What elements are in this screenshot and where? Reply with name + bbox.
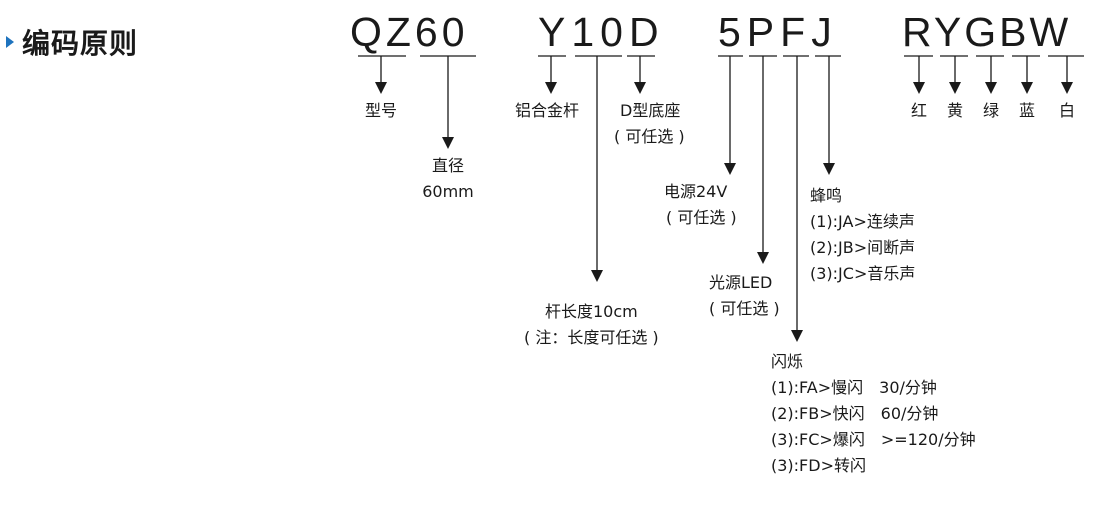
label-color-yellow: 黄	[946, 101, 963, 120]
label-pole-length: 杆长度10cm	[545, 302, 638, 321]
label-light: 光源LED	[709, 273, 773, 292]
label-model: 型号	[364, 101, 397, 120]
flash-item: (1):FA>慢闪 30/分钟	[771, 378, 937, 397]
label-light-optional: ( 可任选 )	[709, 299, 780, 318]
code-options: 5PFJ	[718, 9, 838, 55]
label-color-blue: 蓝	[1018, 101, 1035, 120]
buzzer-item: (3):JC>音乐声	[810, 264, 916, 283]
label-color-green: 绿	[982, 101, 999, 120]
bullet-triangle-icon	[6, 36, 14, 48]
label-aluminum-pole: 铝合金杆	[515, 101, 580, 120]
flash-item: (3):FD>转闪	[771, 456, 866, 475]
flash-item: (2):FB>快闪 60/分钟	[771, 404, 939, 423]
label-color-white: 白	[1058, 101, 1075, 120]
label-d-base: D型底座	[620, 101, 681, 120]
label-buzzer-title: 蜂鸣	[810, 186, 843, 205]
label-color-red: 红	[910, 101, 927, 120]
label-pole-length-note: ( 注：长度可任选 )	[524, 328, 659, 347]
buzzer-item: (2):JB>间断声	[810, 238, 916, 257]
code-pole: Y10D	[538, 9, 665, 55]
buzzer-item: (1):JA>连续声	[810, 212, 915, 231]
label-power-optional: ( 可任选 )	[666, 208, 737, 227]
label-diameter-value: 60mm	[422, 182, 474, 201]
page-title: 编码原则	[22, 27, 139, 60]
label-diameter: 直径	[431, 156, 464, 175]
section-header: 编码原则	[6, 22, 138, 62]
label-flash-title: 闪烁	[771, 352, 804, 371]
code-colors: RYGBW	[902, 9, 1072, 55]
label-power: 电源24V	[664, 182, 728, 201]
label-d-base-optional: ( 可任选 )	[614, 127, 685, 146]
flash-item: (3):FC>爆闪 >=120/分钟	[771, 430, 976, 449]
code-model: QZ60	[350, 9, 469, 55]
